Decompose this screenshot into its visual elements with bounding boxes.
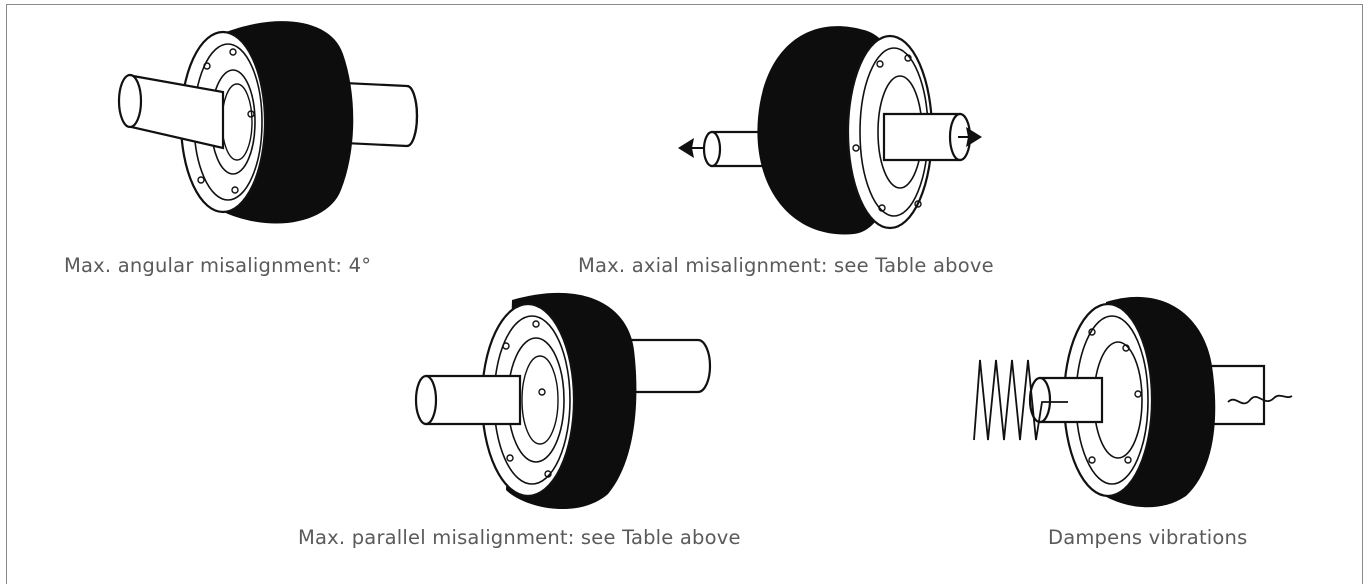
caption-axial-misalignment: Max. axial misalignment: see Table above — [578, 254, 994, 277]
coupling-angular-illustration — [95, 14, 435, 236]
caption-parallel-misalignment: Max. parallel misalignment: see Table ab… — [298, 526, 741, 549]
coupling-vibration-illustration — [968, 290, 1298, 510]
coupling-axial-illustration — [668, 8, 988, 244]
caption-dampens-vibrations: Dampens vibrations — [1048, 526, 1248, 549]
coupling-parallel-illustration — [412, 290, 712, 510]
caption-angular-misalignment: Max. angular misalignment: 4° — [64, 254, 372, 277]
figure-frame — [6, 4, 1363, 584]
